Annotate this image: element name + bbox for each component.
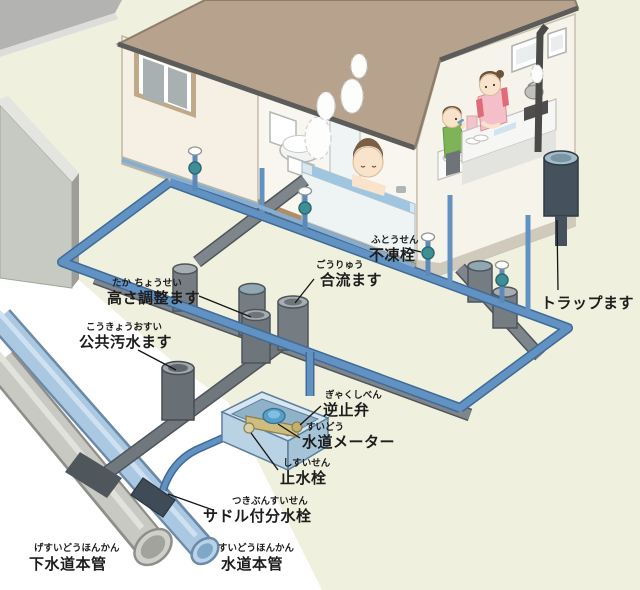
- label-confluence-basin: ごうりゅう 合流ます: [316, 259, 382, 289]
- water-meter: [243, 407, 303, 438]
- saddle-branch-valve: [130, 430, 234, 518]
- label-furigana: たか ちょうせい: [112, 278, 182, 289]
- leader-lines: [137, 219, 559, 511]
- label-height-adjust-basin: たか ちょうせい 高さ調整ます: [107, 278, 200, 307]
- person-bathing: [352, 138, 386, 196]
- leader-saddle: [167, 493, 214, 511]
- label-text: 下水道本管: [29, 555, 107, 573]
- leader-frost-proof: [404, 247, 422, 253]
- leader-check-valve: [299, 405, 322, 426]
- frost-proof-valve-4: [494, 260, 510, 303]
- drain-basins: [161, 260, 518, 421]
- gutter-right: [439, 5, 579, 63]
- label-furigana: すいどうほんかん: [218, 542, 295, 554]
- label-furigana: しすいせん: [283, 458, 331, 469]
- trap-basin: [543, 150, 579, 246]
- frost-proof-valve-1: [187, 146, 203, 191]
- kitchen-window: [511, 26, 567, 74]
- label-public-sewage-basin: こうきょうおすい 公共汚水ます: [79, 322, 172, 351]
- back-wall: [0, 0, 122, 57]
- leader-water-meter: [277, 423, 301, 439]
- label-saddle-branch-valve: つきぶんすいせん サドル付分水栓: [203, 496, 312, 525]
- house: [115, 0, 580, 276]
- leader-height-adjust: [198, 295, 252, 318]
- label-text: 逆止弁: [323, 401, 370, 419]
- labels: たか ちょうせい 高さ調整ます こうきょうおすい 公共汚水ます ごうりゅう 合流…: [29, 235, 634, 573]
- label-furigana: ふとうせん: [371, 235, 419, 246]
- frost-proof-valves: [187, 146, 510, 303]
- label-furigana: すいどう: [306, 421, 344, 433]
- label-trap-basin: トラップます: [541, 294, 634, 312]
- label-text: 水道本管: [221, 555, 283, 573]
- label-furigana: ごうりゅう: [316, 259, 364, 271]
- kitchen-floor: [417, 214, 575, 275]
- gutter-left: [117, 41, 416, 151]
- underground-cross-section: [0, 220, 322, 590]
- public-sewage-basin: [161, 360, 195, 421]
- steam: [304, 53, 544, 160]
- label-furigana: ぎゃくしべん: [325, 389, 382, 401]
- leader-public-sewage: [137, 349, 177, 371]
- label-check-valve: ぎゃくしべん 逆止弁: [323, 389, 382, 419]
- leader-stop-valve: [250, 432, 279, 471]
- label-water-main: すいどうほんかん 水道本管: [218, 542, 295, 573]
- label-text: 合流ます: [319, 271, 382, 289]
- bath-water: [312, 166, 410, 212]
- leader-confluence: [294, 278, 315, 304]
- water-meter-box: [220, 391, 330, 472]
- frost-proof-valve-2: [297, 186, 313, 231]
- label-text: 水道メーター: [302, 433, 395, 451]
- label-text: サドル付分水栓: [203, 507, 312, 525]
- label-text: 高さ調整ます: [107, 289, 200, 307]
- label-text: トラップます: [541, 294, 634, 312]
- check-valve: [291, 421, 303, 433]
- boy-brushing-teeth: [442, 106, 466, 176]
- water-main-pipe: [0, 309, 220, 566]
- label-sewer-main: げすいどうほんかん 下水道本管: [29, 542, 120, 573]
- sewer-main-junction: [65, 452, 122, 498]
- mother-washing-dishes: [476, 70, 509, 132]
- label-furigana: つきぶんすいせん: [232, 496, 308, 507]
- label-furigana: げすいどうほんかん: [34, 542, 120, 554]
- leader-trap: [556, 219, 559, 291]
- roof: [115, 0, 580, 151]
- label-text: 不凍栓: [369, 246, 416, 264]
- sink: [494, 122, 516, 136]
- bath-faucet: [396, 186, 406, 193]
- label-text: 止水栓: [280, 469, 327, 487]
- label-furigana: こうきょうおすい: [86, 322, 162, 333]
- downspout: [534, 23, 549, 153]
- stop-valve: [243, 422, 255, 434]
- kitchen-counter: [461, 81, 557, 185]
- label-frost-proof-valve: ふとうせん 不凍栓: [369, 235, 419, 264]
- label-text: 公共汚水ます: [79, 333, 172, 351]
- sewer-main-pipe: [0, 351, 173, 567]
- label-stop-valve: しすいせん 止水栓: [280, 458, 331, 487]
- frost-proof-valve-3: [420, 232, 436, 276]
- label-water-meter: すいどう 水道メーター: [302, 421, 395, 451]
